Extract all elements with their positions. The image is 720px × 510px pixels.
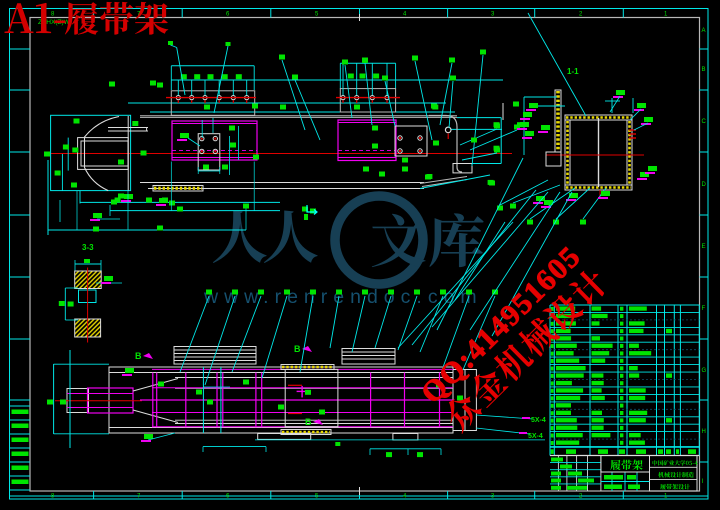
svg-text:A: A	[702, 28, 706, 34]
svg-text:1-1: 1-1	[567, 67, 579, 76]
svg-text:3: 3	[491, 12, 495, 18]
svg-text:5: 5	[315, 494, 319, 500]
svg-text:4: 4	[403, 12, 407, 18]
svg-text:B: B	[135, 351, 142, 361]
svg-text:C: C	[702, 119, 707, 125]
svg-text:H: H	[702, 429, 706, 435]
svg-text:7: 7	[137, 494, 141, 500]
svg-text:2: 2	[579, 494, 583, 500]
svg-text:D: D	[702, 182, 707, 188]
svg-text:3: 3	[491, 494, 495, 500]
svg-text:5: 5	[315, 12, 319, 18]
svg-text:F: F	[702, 306, 706, 312]
svg-text:E: E	[702, 244, 706, 250]
svg-text:I: I	[702, 479, 704, 485]
svg-text:B: B	[702, 67, 706, 73]
svg-text:5X-4: 5X-4	[531, 417, 546, 424]
svg-text:B: B	[294, 344, 301, 354]
svg-text:5X-4: 5X-4	[528, 433, 543, 440]
svg-text:1: 1	[664, 494, 668, 500]
svg-text:G: G	[702, 368, 707, 374]
svg-text:B: B	[305, 417, 312, 427]
svg-text:6: 6	[226, 494, 230, 500]
svg-text:2: 2	[579, 12, 583, 18]
svg-text:1: 1	[664, 12, 668, 18]
svg-text:8: 8	[51, 12, 55, 18]
svg-text:6: 6	[226, 12, 230, 18]
svg-text:www.renrendoc.com: www.renrendoc.com	[203, 286, 483, 308]
svg-text:8: 8	[51, 494, 55, 500]
svg-text:4: 4	[403, 494, 407, 500]
svg-text:3-3: 3-3	[82, 243, 94, 252]
